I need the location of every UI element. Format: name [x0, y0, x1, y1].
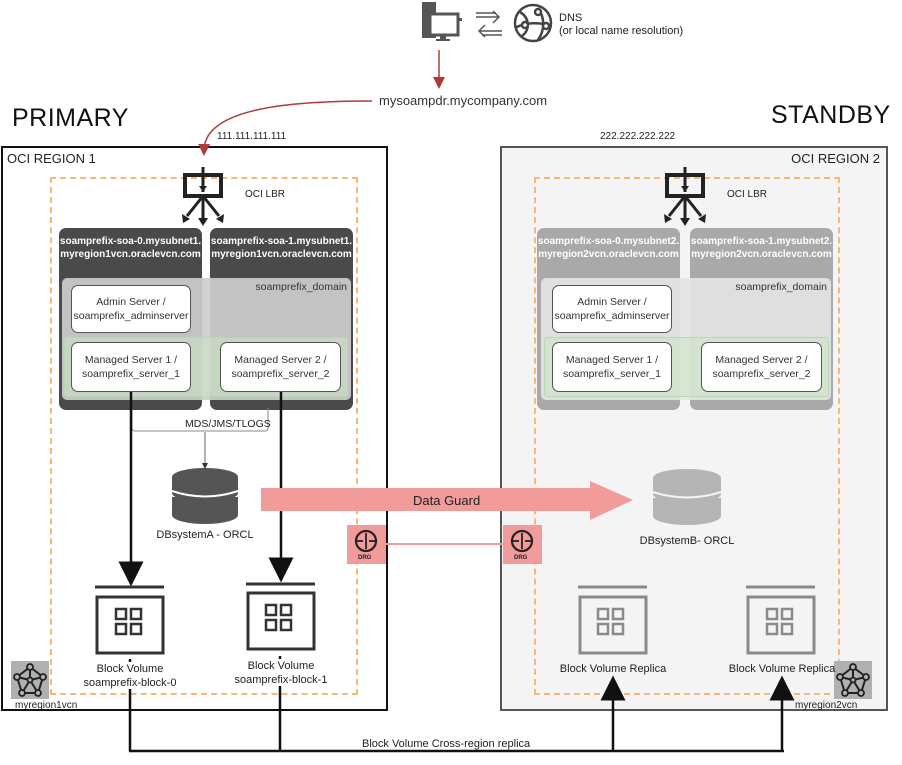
- primary-admin-server[interactable]: Admin Server / soamprefix_adminserver: [71, 285, 191, 333]
- host-name-line1: soamprefix-soa-0.mysubnet1.: [59, 236, 202, 247]
- host-name-line1: soamprefix-soa-0.mysubnet2.: [537, 236, 680, 247]
- dns-label: DNS: [559, 12, 583, 24]
- admin-server-line2: soamprefix_adminserver: [73, 310, 189, 322]
- standby-db-label[interactable]: DBsystemB- ORCL: [639, 535, 735, 547]
- dns-sublabel: (or local name resolution): [559, 25, 684, 37]
- block-volume-line1: Block Volume: [96, 663, 164, 675]
- block-volume-replica-icon: [746, 585, 816, 655]
- managed-server-line1: Managed Server 2 /: [234, 354, 327, 366]
- primary-db-label[interactable]: DBsystemA - ORCL: [156, 529, 254, 541]
- block-volume-line2: soamprefix-block-0: [83, 677, 177, 689]
- admin-server-line1: Admin Server /: [96, 296, 166, 308]
- managed-server-line1: Managed Server 2 /: [715, 354, 808, 366]
- host-name-line2: myregion2vcn.oraclevcn.com: [538, 249, 679, 260]
- standby-managed-server-1[interactable]: Managed Server 1 / soamprefix_server_1: [552, 342, 672, 392]
- standby-database-icon: [652, 469, 722, 525]
- cross-region-replica-label: Block Volume Cross-region replica: [362, 738, 531, 750]
- primary-load-balancer-icon: [182, 167, 224, 226]
- standby-managed-server-2[interactable]: Managed Server 2 / soamprefix_server_2: [701, 342, 822, 392]
- host-name-line1: soamprefix-soa-1.mysubnet2.: [690, 236, 833, 247]
- primary-managed-server-2[interactable]: Managed Server 2 / soamprefix_server_2: [220, 342, 341, 392]
- standby-region-label: OCI REGION 2: [791, 151, 880, 166]
- host-name-line2: myregion1vcn.oraclevcn.com: [60, 249, 201, 260]
- primary-lbr-label: OCI LBR: [245, 189, 286, 200]
- managed-server-line1: Managed Server 1 /: [565, 354, 659, 366]
- primary-traffic-arrow: [198, 100, 373, 156]
- managed-server-line1: Managed Server 1 /: [84, 354, 178, 366]
- host-name-line2: myregion1vcn.oraclevcn.com: [211, 249, 352, 260]
- data-guard-arrow: [261, 481, 633, 520]
- managed-server-line2: soamprefix_server_2: [231, 368, 330, 380]
- host-name-line1: soamprefix-soa-1.mysubnet1.: [210, 236, 353, 247]
- primary-domain-label: soamprefix_domain: [255, 281, 347, 293]
- shared-storage-label: MDS/JMS/TLOGS: [185, 418, 271, 430]
- primary-ip: 111.111.111.111: [217, 131, 287, 142]
- block-volume-replica-1-label[interactable]: Block Volume Replica: [728, 663, 836, 675]
- admin-server-line2: soamprefix_adminserver: [554, 310, 670, 322]
- standby-vcn-label: myregion2vcn: [795, 700, 858, 711]
- block-volume-replica-0-label[interactable]: Block Volume Replica: [559, 663, 667, 675]
- exchange-arrows-icon: [476, 10, 502, 38]
- standby-site-title: STANDBY: [771, 101, 891, 129]
- standby-domain-label: soamprefix_domain: [735, 281, 827, 293]
- managed-server-line2: soamprefix_server_1: [81, 368, 181, 380]
- globe-icon: [513, 3, 553, 43]
- block-volume-replica-icon: [578, 585, 648, 655]
- primary-site-title: PRIMARY: [12, 104, 129, 132]
- block-volume-line1: Block Volume: [247, 660, 315, 672]
- standby-drg-icon: [503, 525, 542, 564]
- standby-load-balancer-icon: [664, 167, 706, 226]
- hostname-label: mysoampdr.mycompany.com: [379, 93, 548, 108]
- primary-drg-icon: [347, 525, 386, 564]
- block-volume-icon: [246, 582, 316, 651]
- cross-region-replica-lines: [128, 656, 795, 753]
- block-volume-1-label[interactable]: Block Volume soamprefix-block-1: [220, 659, 342, 687]
- standby-ip: 222.222.222.222: [600, 131, 676, 142]
- data-guard-label: Data Guard: [413, 493, 481, 508]
- standby-drg-label: DRG: [514, 555, 528, 561]
- primary-managed-server-1[interactable]: Managed Server 1 / soamprefix_server_1: [71, 342, 191, 392]
- block-volume-icon: [95, 585, 165, 655]
- standby-vcn-icon: [834, 661, 872, 699]
- primary-database-icon: [171, 468, 239, 524]
- managed-server-line2: soamprefix_server_1: [562, 368, 662, 380]
- managed-server-line2: soamprefix_server_2: [712, 368, 811, 380]
- primary-region-label: OCI REGION 1: [7, 151, 96, 166]
- primary-vcn-icon: [11, 661, 49, 699]
- primary-vcn-label: myregion1vcn: [15, 700, 78, 711]
- admin-server-line1: Admin Server /: [577, 296, 647, 308]
- computer-icon: [422, 2, 462, 41]
- block-volume-line2: soamprefix-block-1: [234, 674, 328, 686]
- primary-drg-label: DRG: [358, 555, 372, 561]
- host-name-line2: myregion2vcn.oraclevcn.com: [691, 249, 832, 260]
- standby-lbr-label: OCI LBR: [727, 189, 768, 200]
- standby-subnet-boundary: [534, 177, 840, 695]
- standby-admin-server[interactable]: Admin Server / soamprefix_adminserver: [552, 285, 672, 333]
- block-volume-0-label[interactable]: Block Volume soamprefix-block-0: [70, 662, 190, 690]
